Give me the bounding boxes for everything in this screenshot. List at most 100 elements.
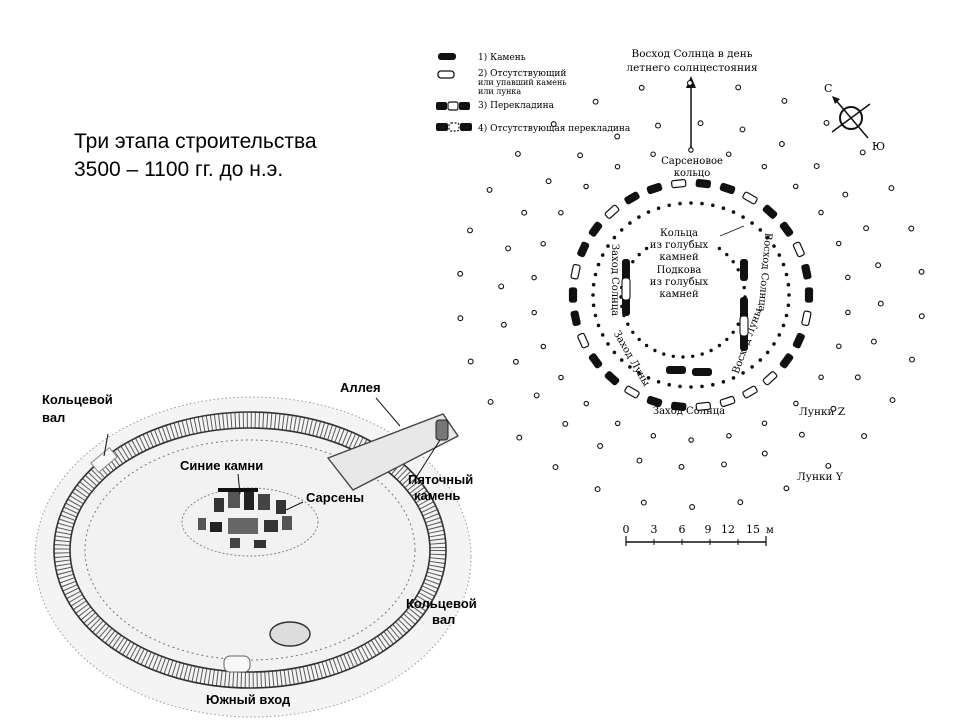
y-hole xyxy=(500,321,507,328)
aubrey-hole xyxy=(467,358,474,365)
ring-bank-texture xyxy=(54,412,446,688)
bluestone xyxy=(656,206,661,210)
sunset-side-label: Заход Солнца xyxy=(609,244,620,316)
bluestone-rings-label-2: из голубых xyxy=(650,240,709,251)
aubrey-hole xyxy=(783,485,790,492)
aubrey-hole xyxy=(918,268,925,275)
y-hole xyxy=(778,141,785,147)
heading-line-2: 3500 – 1100 гг. до н.э. xyxy=(74,158,284,181)
sarsen-stone xyxy=(762,204,778,219)
heel-stone-pointer xyxy=(411,439,441,485)
inner-bluestone xyxy=(653,348,657,353)
sarsen-stone xyxy=(588,221,603,237)
trilithon-stone xyxy=(622,259,630,281)
sarsen-stone xyxy=(742,191,758,205)
legend-label-missing-stone-3: или лунка xyxy=(478,87,521,96)
bluestone xyxy=(596,262,601,267)
y-hole xyxy=(875,262,882,269)
bluestone xyxy=(786,303,791,308)
sarsen-ring-label-1: Сарсеновое xyxy=(661,156,723,167)
sarsen-stone xyxy=(570,263,581,280)
bluestone xyxy=(591,303,596,308)
z-hole xyxy=(818,209,824,216)
ring-bank-inner-edge xyxy=(69,427,431,673)
sarsen-stone xyxy=(604,371,620,386)
sunset-bottom-label: Заход Солнца xyxy=(653,406,725,417)
sarsen-stone xyxy=(779,353,794,369)
bluestone-horseshoe-label-3: камней xyxy=(659,289,699,300)
inner-bluestone xyxy=(637,337,641,342)
sarsen-stone xyxy=(624,191,640,205)
inner-bluestone xyxy=(725,252,729,257)
aubrey-hole xyxy=(889,397,896,404)
sarsen-stone xyxy=(695,178,712,189)
aubrey-hole xyxy=(918,313,925,320)
bluestone xyxy=(772,244,776,248)
y-hole xyxy=(854,374,861,381)
y-hole xyxy=(877,300,884,307)
sarsen-stone xyxy=(670,401,687,412)
bluestone xyxy=(593,272,598,277)
bluestone xyxy=(637,215,641,219)
north-entrance-gap xyxy=(90,446,118,474)
legend-label-lintel: 3) Перекладина xyxy=(478,100,555,111)
scale-unit: м xyxy=(766,525,774,536)
y-hole xyxy=(761,450,768,457)
barrow-mound xyxy=(269,621,311,647)
bluestone xyxy=(750,365,754,369)
bluestone xyxy=(606,342,610,346)
sarsen-stone xyxy=(779,221,794,237)
heel-stone-label-2: камень xyxy=(414,488,460,503)
trilithon-stone xyxy=(740,297,748,319)
y-hole xyxy=(655,122,661,129)
inner-bluestone xyxy=(681,355,685,359)
legend-symbol-missing-stone xyxy=(437,70,455,79)
bluestone xyxy=(781,262,786,267)
y-hole xyxy=(498,283,505,290)
inner-bluestone xyxy=(644,246,649,251)
bluestone xyxy=(628,221,632,225)
sarsen-stone xyxy=(804,287,814,303)
bluestone xyxy=(758,228,763,232)
aubrey-hole xyxy=(457,315,464,322)
bluestone xyxy=(711,382,715,387)
ring-bank-top-pointer xyxy=(103,433,109,457)
sarsen-stone xyxy=(742,385,758,399)
bluestone xyxy=(765,235,770,240)
bluestone xyxy=(667,203,671,208)
legend-label-stone: 1) Камень xyxy=(478,52,526,63)
missing-trilithon-stone xyxy=(739,315,749,337)
aubrey-hole xyxy=(640,499,647,506)
central-stones-icon xyxy=(181,487,319,557)
y-hole xyxy=(636,457,643,464)
legend-label-missing-stone-2: или упавший камень xyxy=(478,78,567,87)
compass-north-label: С xyxy=(824,82,832,95)
inner-bluestone xyxy=(626,322,630,326)
bluestone xyxy=(711,203,715,208)
south-entrance-gap xyxy=(223,655,251,673)
y-hole xyxy=(813,163,820,170)
bluestone xyxy=(741,371,745,375)
bluestone xyxy=(646,210,651,214)
z-hole xyxy=(845,309,851,316)
bluestone xyxy=(786,282,791,287)
bluestone xyxy=(606,244,610,248)
inner-bluestone xyxy=(662,352,666,356)
z-hole xyxy=(583,183,589,190)
z-hole xyxy=(725,151,732,157)
aubrey-hole xyxy=(735,84,742,91)
sarsen-stone xyxy=(801,310,812,327)
bluestone-horseshoe-label-2: из голубых xyxy=(650,277,709,288)
z-hole xyxy=(835,240,842,247)
aubrey-hole xyxy=(825,462,832,469)
z-hole xyxy=(583,400,590,407)
bluestone xyxy=(741,215,745,219)
bluestone xyxy=(591,293,595,297)
stonehenge-aerial-sketch: Кольцевой вал Аллея Синие камни Сарсены … xyxy=(34,380,477,718)
scale-tick-15: 15 xyxy=(746,523,760,536)
bluestone xyxy=(784,272,789,277)
aubrey-hole xyxy=(487,398,494,405)
ring-bank-bottom-label-1: Кольцевой xyxy=(406,596,477,611)
inner-bluestone xyxy=(700,352,704,356)
y-hole xyxy=(830,405,837,412)
